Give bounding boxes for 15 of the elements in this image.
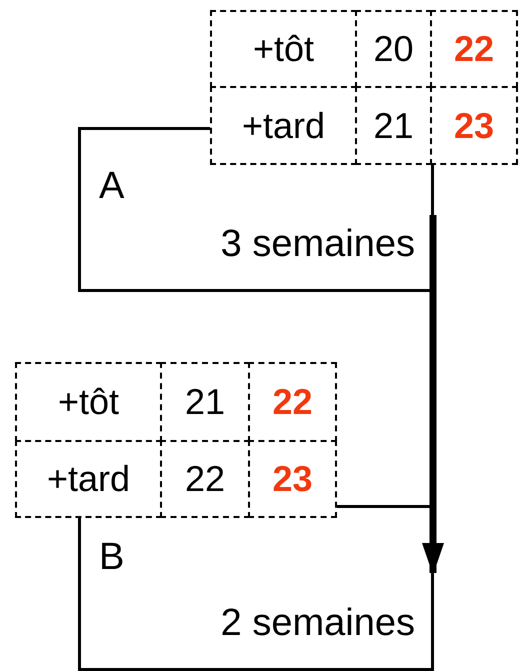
duration-label: 3 semaines — [220, 225, 415, 263]
task-box — [78, 165, 434, 292]
task-box — [78, 518, 434, 671]
date-cell: 22 — [430, 10, 518, 88]
duration-label: 2 semaines — [220, 604, 415, 642]
date-cell: +tard — [15, 440, 162, 518]
task-name: B — [99, 538, 124, 576]
date-cell: +tard — [210, 86, 357, 165]
date-cell: +tôt — [15, 362, 162, 442]
task-name: A — [99, 167, 124, 205]
date-cell: 22 — [248, 362, 337, 442]
date-cell: 23 — [430, 86, 518, 165]
date-cell: +tôt — [210, 10, 357, 88]
date-cell: 23 — [248, 440, 337, 518]
arrow — [422, 215, 444, 575]
